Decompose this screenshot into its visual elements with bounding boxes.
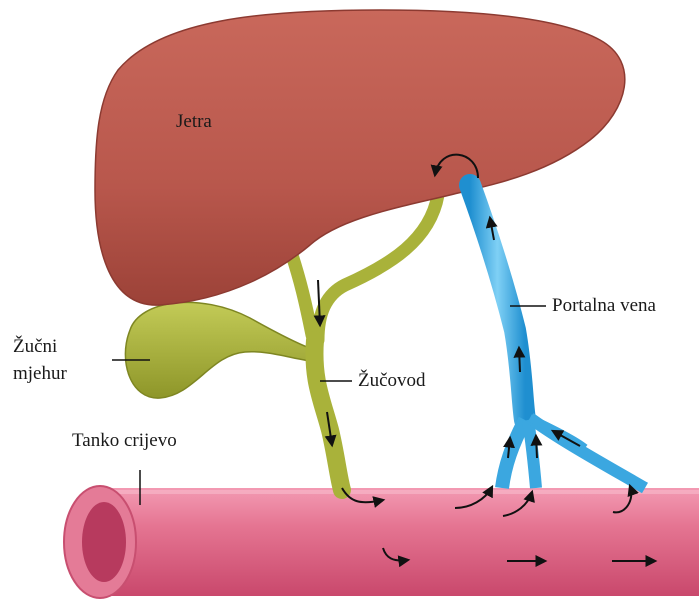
label-portal-vein: Portalna vena — [552, 294, 656, 318]
label-small-intestine: Tanko crijevo — [72, 429, 177, 453]
arrow-vein-up-2 — [536, 436, 537, 458]
label-bile-duct: Žučovod — [358, 369, 426, 393]
label-liver: Jetra — [176, 110, 212, 134]
intestine-body — [100, 488, 699, 596]
small-intestine — [64, 486, 699, 598]
gallbladder — [125, 302, 318, 398]
portal-vein — [470, 185, 645, 488]
liver — [95, 10, 625, 305]
label-gallbladder-line1: Žučni — [13, 335, 57, 359]
label-gallbladder-line2: mjehur — [13, 362, 67, 386]
arrow-vein-up-3 — [519, 348, 520, 372]
